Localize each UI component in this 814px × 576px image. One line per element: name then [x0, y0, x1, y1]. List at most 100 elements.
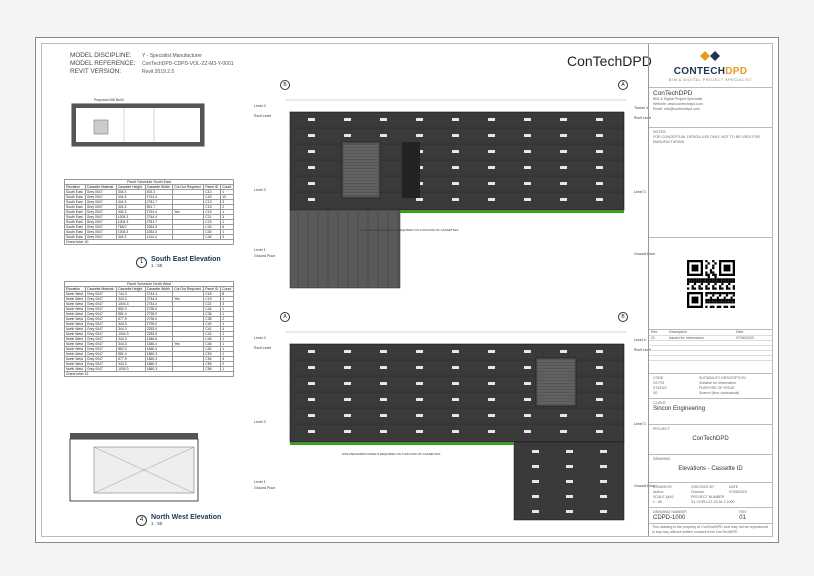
- checked-by-label: CHECKED BY: [690, 485, 715, 489]
- qr-module: [698, 285, 701, 288]
- view-title: South East Elevation: [151, 256, 221, 263]
- notes-block: NOTES: FOR CONCEPTUAL DESIGN USE ONLY. N…: [649, 128, 772, 238]
- qr-module: [687, 278, 690, 281]
- qr-code-icon: [687, 260, 735, 308]
- project-label: PROJECT: [653, 427, 670, 431]
- panel-fixing: [600, 450, 607, 453]
- qr-module: [693, 280, 697, 283]
- panel-fixing: [596, 198, 603, 201]
- revision-row-empty: [649, 340, 772, 346]
- qr-module: [707, 276, 710, 279]
- qr-module: [698, 287, 701, 290]
- panel-fixing: [566, 495, 573, 498]
- panel-fixing: [524, 166, 531, 169]
- table-cell: North West: [63, 311, 87, 317]
- panel-fixing: [524, 150, 531, 153]
- revit-version: Revit 2019.2.5: [142, 69, 175, 75]
- panel-fixing: [380, 366, 387, 369]
- qr-module: [705, 260, 708, 263]
- table-cell: South East: [64, 224, 86, 230]
- qr-module: [709, 269, 713, 272]
- panel-fixing: [308, 182, 315, 185]
- qr-module: [732, 298, 735, 302]
- revision-cell: 01: [649, 335, 667, 341]
- level-label: Level 1: [254, 480, 266, 484]
- qr-finder-core: [691, 296, 699, 304]
- model-discipline-label: MODEL DISCIPLINE:: [70, 52, 132, 59]
- panel-fixing: [308, 382, 315, 385]
- south-east-title-mark: 1 South East Elevation 1 : 65: [136, 256, 221, 268]
- qr-module: [712, 264, 715, 267]
- revision-cell: [649, 345, 667, 351]
- qr-module: [725, 305, 729, 308]
- scale-value: 1 : 50: [653, 500, 662, 504]
- panel-fixing: [600, 480, 607, 483]
- panel-fixing: [596, 134, 603, 137]
- qr-module: [709, 271, 713, 274]
- qr-module: [725, 287, 729, 290]
- panel-fixing: [416, 198, 423, 201]
- level-label: Roof Level: [634, 116, 652, 120]
- qr-module: [732, 305, 735, 308]
- qr-module: [687, 282, 690, 286]
- revision-cell: [666, 345, 734, 351]
- table-cell: South East: [64, 194, 86, 200]
- panel-fixing: [416, 398, 423, 401]
- table-cell: North West: [63, 301, 87, 307]
- qr-module: [712, 266, 715, 270]
- panel-fixing: [596, 398, 603, 401]
- qr-module: [712, 285, 715, 288]
- qr-module: [725, 292, 729, 295]
- date-value: 07/06/2023: [728, 490, 747, 494]
- qr-module: [728, 301, 731, 304]
- table-cell: South East: [64, 229, 86, 235]
- panel-fixing: [308, 166, 315, 169]
- panel-fixing: [380, 382, 387, 385]
- qr-module: [719, 294, 722, 297]
- table-cell: South East: [64, 199, 86, 205]
- panel-fixing: [524, 366, 531, 369]
- panel-fixing: [596, 414, 603, 417]
- grid-bubble-a: A: [280, 312, 290, 322]
- qr-module: [709, 292, 713, 295]
- qr-module: [730, 280, 733, 283]
- panel-fixing: [532, 450, 539, 453]
- panel-fixing: [452, 134, 459, 137]
- qr-module: [728, 287, 731, 290]
- qr-module: [714, 278, 717, 281]
- logo-area: CONTECHDPD BIM & DIGITAL PROJECT SPECIAL…: [649, 44, 772, 88]
- qr-module: [709, 280, 713, 283]
- drawn-by: Author: [653, 490, 664, 494]
- qr-module: [728, 282, 731, 286]
- schedule-header-cell: Cut Out Required: [172, 286, 205, 292]
- view-scale: 1 : 50: [151, 521, 163, 526]
- qr-module: [723, 278, 726, 281]
- level-label: Level 3: [634, 422, 646, 426]
- qr-module: [723, 305, 726, 308]
- qr-module: [687, 287, 690, 290]
- qr-module: [730, 278, 733, 281]
- qr-module: [712, 271, 715, 274]
- panel-fixing: [600, 510, 607, 513]
- panel-fixing: [560, 430, 567, 433]
- qr-module: [687, 280, 690, 283]
- qr-module: [716, 280, 719, 283]
- key-plan-top-label: Proposed NW Build: [94, 98, 124, 102]
- qr-module: [705, 273, 708, 276]
- panel-fixing: [308, 150, 315, 153]
- qr-module: [712, 301, 715, 304]
- grid-bubble-a: A: [618, 80, 628, 90]
- qr-module: [705, 271, 708, 274]
- panel-fixing: [344, 366, 351, 369]
- panel-fixing: [488, 198, 495, 201]
